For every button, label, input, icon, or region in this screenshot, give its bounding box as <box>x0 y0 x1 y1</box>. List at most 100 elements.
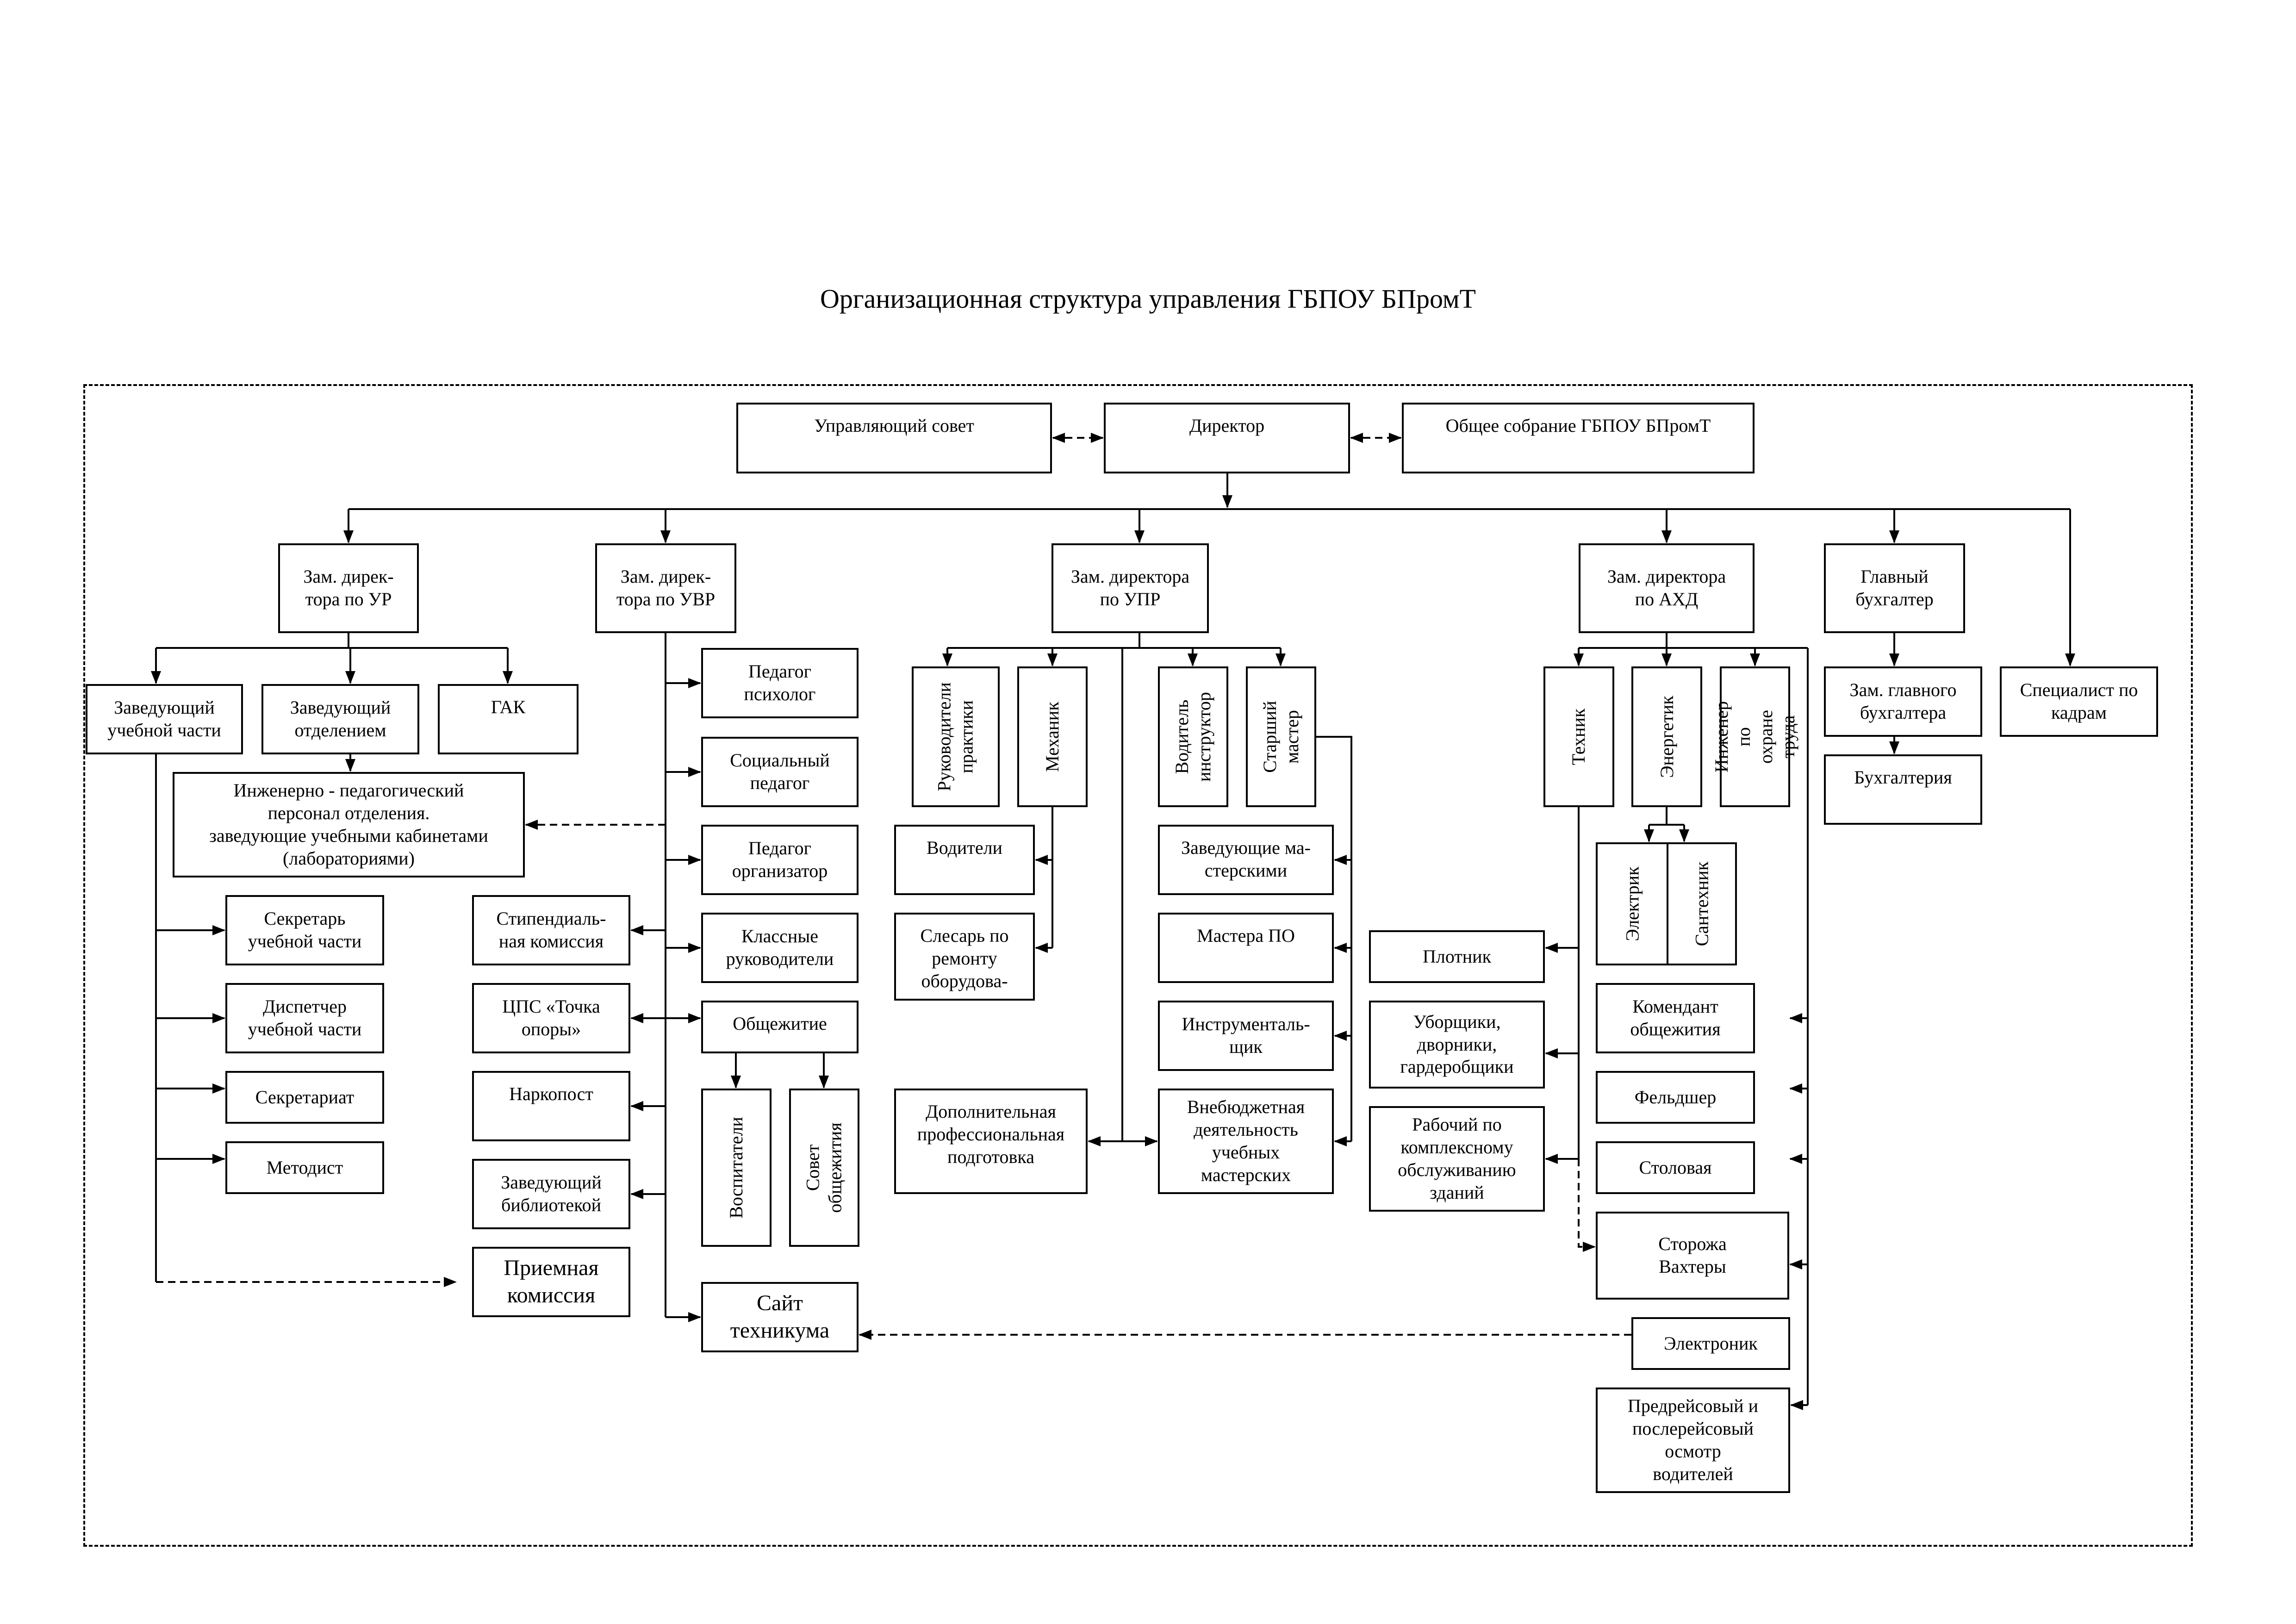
narcopost-box: Наркопост <box>472 1071 630 1141</box>
practice-heads-label: Руководители практики <box>934 682 977 791</box>
secretariat-label: Секретариат <box>255 1086 355 1108</box>
workshop-heads-box: Заведующие ма- стерскими <box>1158 825 1334 895</box>
chief-accountant-box: Главный бухгалтер <box>1824 543 1965 633</box>
carpenter-box: Плотник <box>1369 930 1545 983</box>
chief-accountant-label: Главный бухгалтер <box>1855 566 1934 610</box>
dormitory-council-box: Совет общежития <box>789 1089 859 1247</box>
general-assembly-box: Общее собрание ГБПОУ БПромТ <box>1402 403 1755 473</box>
deputy-upr-label: Зам. директора по УПР <box>1070 566 1190 610</box>
carpenter-label: Плотник <box>1422 946 1492 967</box>
technician-box: Техник <box>1543 666 1614 807</box>
medical-check-label: Предрейсовый и послерейсовый осмотр води… <box>1628 1395 1758 1484</box>
psychologist-label: Педагог психолог <box>744 661 816 704</box>
hr-specialist-label: Специалист по кадрам <box>2020 679 2138 723</box>
engineering-staff-label: Инженерно - педагогический персонал отде… <box>209 780 488 869</box>
driver-instructor-box: Водитель инструктор <box>1158 666 1228 807</box>
diagram-frame <box>83 384 2193 1547</box>
deputy-ur-box: Зам. дирек- тора по УР <box>278 543 419 633</box>
deputy-ahd-box: Зам. директора по АХД <box>1579 543 1755 633</box>
technician-label: Техник <box>1568 708 1589 765</box>
organizer-pedagogue-label: Педагог организатор <box>732 838 828 881</box>
repair-locksmith-box: Слесарь по ремонту оборудова- <box>894 913 1035 1001</box>
psychologist-box: Педагог психолог <box>701 648 859 718</box>
paramedic-label: Фельдшер <box>1634 1086 1717 1108</box>
admission-commission-label: Приемная комиссия <box>504 1256 599 1307</box>
methodist-label: Методист <box>266 1157 343 1178</box>
cps-label: ЦПС «Точка опоры» <box>502 996 600 1039</box>
deputy-uvr-box: Зам. дирек- тора по УВР <box>595 543 736 633</box>
paramedic-box: Фельдшер <box>1596 1071 1755 1124</box>
canteen-label: Столовая <box>1639 1157 1712 1178</box>
page-title: Организационная структура управления ГБП… <box>820 284 1476 314</box>
plumber-box: Сантехник <box>1667 842 1737 965</box>
canteen-box: Столовая <box>1596 1141 1755 1194</box>
workshop-heads-label: Заведующие ма- стерскими <box>1181 837 1311 881</box>
study-secretary-label: Секретарь учебной части <box>248 908 362 952</box>
power-engineer-box: Энергетик <box>1631 666 1702 807</box>
hr-specialist-box: Специалист по кадрам <box>2000 666 2158 737</box>
commandant-label: Комендант общежития <box>1630 996 1721 1039</box>
educators-label: Воспитатели <box>726 1117 747 1219</box>
senior-master-vertical-connector <box>1316 736 1352 1141</box>
drivers-label: Водители <box>927 837 1002 858</box>
college-website-label: Сайт техникума <box>730 1291 830 1343</box>
extra-training-box: Дополнительная профессиональная подготов… <box>894 1089 1088 1194</box>
electrician-box: Электрик <box>1596 842 1670 965</box>
general-assembly-label: Общее собрание ГБПОУ БПромТ <box>1445 415 1711 436</box>
educators-box: Воспитатели <box>701 1089 772 1247</box>
practice-heads-box: Руководители практики <box>912 666 1000 807</box>
electronics-box: Электроник <box>1631 1317 1790 1370</box>
medical-check-box: Предрейсовый и послерейсовый осмотр води… <box>1596 1388 1790 1493</box>
secretariat-box: Секретариат <box>225 1071 384 1124</box>
toolmaker-box: Инструменталь- щик <box>1158 1001 1334 1071</box>
study-secretary-box: Секретарь учебной части <box>225 895 384 965</box>
head-department-box: Заведующий отделением <box>261 684 419 754</box>
social-pedagogue-box: Социальный педагог <box>701 737 859 807</box>
narcopost-label: Наркопост <box>509 1083 593 1104</box>
scholarship-commission-label: Стипендиаль- ная комиссия <box>496 908 606 952</box>
management-council-label: Управляющий совет <box>814 415 974 436</box>
cps-box: ЦПС «Точка опоры» <box>472 983 630 1053</box>
safety-engineer-label: Инженер по охране труда <box>1711 701 1799 773</box>
mechanic-box: Механик <box>1017 666 1088 807</box>
social-pedagogue-label: Социальный педагог <box>730 750 830 793</box>
plumber-label: Сантехник <box>1691 861 1712 946</box>
deputy-upr-box: Зам. директора по УПР <box>1052 543 1209 633</box>
accounting-label: Бухгалтерия <box>1854 767 1952 788</box>
college-website-box: Сайт техникума <box>701 1282 859 1352</box>
head-study-part-box: Заведующий учебной части <box>86 684 243 754</box>
electronics-label: Электроник <box>1664 1332 1758 1354</box>
accounting-box: Бухгалтерия <box>1824 754 1982 825</box>
class-leaders-label: Классные руководители <box>726 926 834 969</box>
extra-budget-box: Внебюджетная деятельность учебных мастер… <box>1158 1089 1334 1194</box>
library-head-box: Заведующий библиотекой <box>472 1159 630 1229</box>
building-worker-label: Рабочий по комплексному обслуживанию зда… <box>1398 1114 1516 1203</box>
toolmaker-label: Инструменталь- щик <box>1182 1014 1310 1057</box>
deputy-uvr-label: Зам. дирек- тора по УВР <box>616 566 716 610</box>
extra-budget-label: Внебюджетная деятельность учебных мастер… <box>1187 1096 1305 1185</box>
senior-master-box: Старший мастер <box>1246 666 1316 807</box>
electrician-label: Электрик <box>1622 866 1643 941</box>
methodist-box: Методист <box>225 1141 384 1194</box>
commandant-box: Комендант общежития <box>1596 983 1755 1053</box>
director-box: Директор <box>1104 403 1350 473</box>
cleaners-box: Уборщики, дворники, гардеробщики <box>1369 1001 1545 1089</box>
safety-engineer-box: Инженер по охране труда <box>1711 666 1798 807</box>
technician-guards-connector <box>1578 1159 1596 1252</box>
engineering-staff-box: Инженерно - педагогический персонал отде… <box>173 772 525 877</box>
drivers-box: Водители <box>894 825 1035 895</box>
deputy-ahd-label: Зам. директора по АХД <box>1607 566 1726 610</box>
director-label: Директор <box>1189 415 1265 436</box>
building-worker-box: Рабочий по комплексному обслуживанию зда… <box>1369 1106 1545 1212</box>
dormitory-label: Общежитие <box>733 1013 827 1034</box>
scholarship-commission-box: Стипендиаль- ная комиссия <box>472 895 630 965</box>
dormitory-box: Общежитие <box>701 1001 859 1053</box>
dispatcher-label: Диспетчер учебной части <box>248 996 362 1039</box>
masters-label: Мастера ПО <box>1197 925 1295 946</box>
gak-label: ГАК <box>491 697 526 717</box>
dispatcher-box: Диспетчер учебной части <box>225 983 384 1053</box>
repair-locksmith-label: Слесарь по ремонту оборудова- <box>920 925 1009 991</box>
deputy-chief-accountant-label: Зам. главного бухгалтера <box>1849 679 1957 723</box>
head-study-part-label: Заведующий учебной части <box>107 697 221 740</box>
